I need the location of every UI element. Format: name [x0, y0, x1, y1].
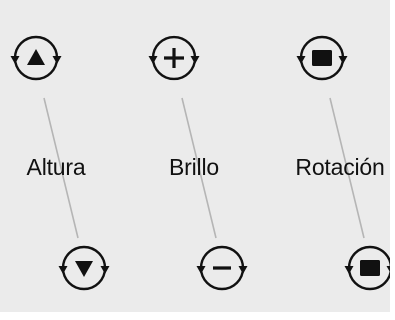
brillo-up-button[interactable]	[148, 35, 200, 81]
rotate-arrow-left-icon	[196, 266, 206, 274]
rotate-arrow-left-icon	[148, 56, 158, 64]
altura-down-button[interactable]	[58, 245, 110, 291]
rotacion-down-button[interactable]	[344, 245, 391, 291]
rotate-arrow-right-icon	[386, 266, 390, 273]
rotate-arrow-left-icon	[10, 56, 20, 64]
triangle-down-icon	[75, 261, 93, 277]
rotate-arrow-right-icon	[238, 266, 248, 274]
altura-up-button[interactable]	[10, 35, 62, 81]
plus-icon	[164, 48, 184, 68]
label-rotacion: Rotación	[295, 154, 385, 180]
connector-line	[329, 97, 365, 239]
connector-line	[43, 97, 79, 239]
rotate-arrow-right-icon	[338, 56, 348, 64]
square-icon	[312, 50, 332, 66]
brillo-down-button[interactable]	[196, 245, 248, 291]
rotate-arrow-right-icon	[100, 266, 110, 274]
rotate-arrow-left-icon	[344, 266, 354, 274]
label-brillo: Brillo	[169, 154, 219, 180]
square-icon	[360, 260, 380, 276]
rotate-arrow-left-icon	[296, 56, 306, 64]
controls-diagram	[10, 35, 391, 291]
connector-line	[181, 97, 217, 239]
triangle-up-icon	[27, 49, 45, 65]
rotate-arrow-right-icon	[52, 56, 62, 64]
label-altura: Altura	[26, 154, 86, 180]
rotate-arrow-right-icon	[190, 56, 200, 64]
control-panel: Altura Brillo Rotación	[0, 0, 390, 312]
rotacion-up-button[interactable]	[296, 35, 348, 81]
rotate-arrow-left-icon	[58, 266, 68, 274]
